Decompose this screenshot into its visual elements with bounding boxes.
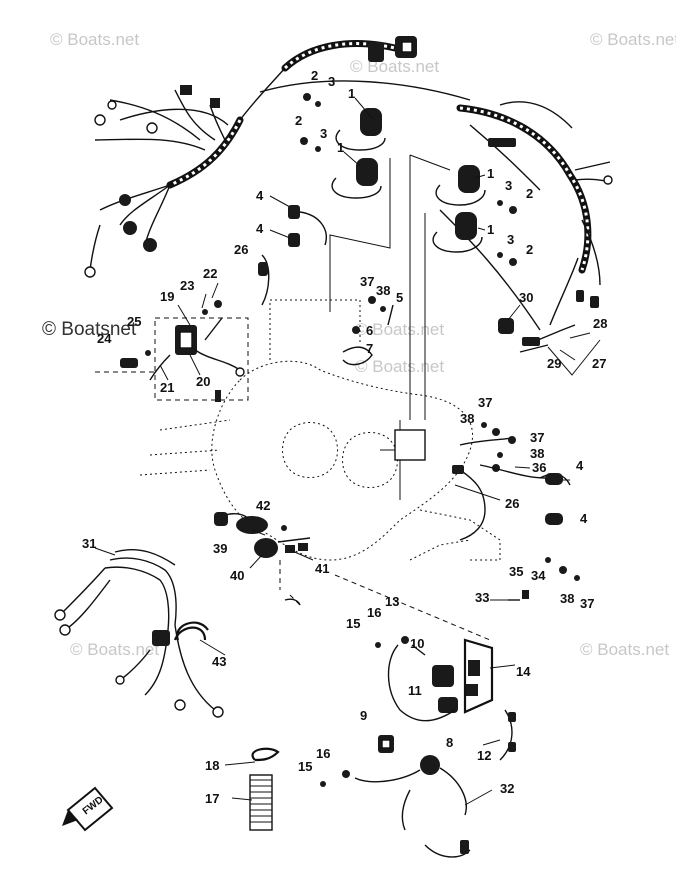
cdi-unit-group bbox=[95, 300, 249, 402]
lower-harness bbox=[54, 548, 224, 718]
callout-numbers: 1 1 1 1 2 2 2 2 3 3 3 3 4 4 4 4 5 6 7 8 … bbox=[82, 68, 607, 806]
callout-label: 37 bbox=[530, 430, 544, 445]
callout-label: 8 bbox=[446, 735, 453, 750]
callout-label: 12 bbox=[477, 748, 491, 763]
callout-label: 2 bbox=[295, 113, 302, 128]
callout-label: 22 bbox=[203, 266, 217, 281]
fwd-arrow: FWD bbox=[62, 786, 114, 832]
right-side-parts bbox=[498, 318, 601, 601]
callout-label: 2 bbox=[311, 68, 318, 83]
callout-label: 33 bbox=[475, 590, 489, 605]
callout-label: 9 bbox=[360, 708, 367, 723]
callout-label: 37 bbox=[360, 274, 374, 289]
callout-label: 11 bbox=[408, 683, 422, 698]
callout-label: 30 bbox=[519, 290, 533, 305]
callout-label: 4 bbox=[580, 511, 588, 526]
callout-label: 15 bbox=[298, 759, 312, 774]
callout-label: 32 bbox=[500, 781, 514, 796]
center-components bbox=[258, 205, 571, 541]
watermark-layer: © Boats.net © Boats.net © Boats.net © Bo… bbox=[42, 30, 676, 659]
callout-label: 38 bbox=[560, 591, 574, 606]
callout-label: 13 bbox=[385, 594, 399, 609]
callout-label: 20 bbox=[196, 374, 210, 389]
watermark-text: © Boats.net bbox=[355, 357, 444, 376]
callout-label: 36 bbox=[532, 460, 546, 475]
callout-label: 27 bbox=[592, 356, 606, 371]
callout-label: 24 bbox=[97, 331, 112, 346]
starter-components bbox=[214, 512, 311, 606]
callout-label: 31 bbox=[82, 536, 96, 551]
callout-label: 3 bbox=[320, 126, 327, 141]
callout-label: 39 bbox=[213, 541, 227, 556]
callout-label: 6 bbox=[366, 323, 373, 338]
watermark-text: © Boats.net bbox=[50, 30, 139, 49]
callout-label: 17 bbox=[205, 791, 219, 806]
callout-label: 41 bbox=[315, 561, 329, 576]
callout-label: 37 bbox=[478, 395, 492, 410]
switch-panel-group bbox=[320, 574, 516, 858]
callout-label: 21 bbox=[160, 380, 174, 395]
watermark-text: © Boats.net bbox=[70, 640, 159, 659]
callout-label: 10 bbox=[410, 636, 424, 651]
watermark-text: © Boats.net bbox=[590, 30, 676, 49]
callout-label: 28 bbox=[593, 316, 607, 331]
leader-lines bbox=[94, 97, 591, 806]
callout-label: 15 bbox=[346, 616, 360, 631]
callout-label: 38 bbox=[530, 446, 544, 461]
callout-label: 25 bbox=[127, 314, 141, 329]
callout-label: 40 bbox=[230, 568, 244, 583]
callout-label: 18 bbox=[205, 758, 219, 773]
callout-label: 1 bbox=[337, 140, 344, 155]
callout-label: 1 bbox=[487, 166, 494, 181]
watermark-text: © Boats.net bbox=[580, 640, 669, 659]
callout-label: 7 bbox=[366, 341, 373, 356]
callout-label: 37 bbox=[580, 596, 594, 611]
callout-label: 26 bbox=[505, 496, 519, 511]
clips-and-sleeve bbox=[176, 621, 280, 831]
callout-label: 19 bbox=[160, 289, 174, 304]
callout-label: 14 bbox=[516, 664, 531, 679]
callout-label: 3 bbox=[507, 232, 514, 247]
callout-label: 38 bbox=[376, 283, 390, 298]
watermark-text: © Boats.net bbox=[350, 57, 439, 76]
watermark-text: © Boatsnet bbox=[42, 319, 137, 340]
callout-label: 4 bbox=[576, 458, 584, 473]
watermark-text: © Boats.net bbox=[355, 320, 444, 339]
callout-label: 5 bbox=[396, 290, 403, 305]
callout-label: 16 bbox=[316, 746, 330, 761]
callout-label: 23 bbox=[180, 278, 194, 293]
callout-label: 1 bbox=[487, 222, 494, 237]
callout-label: 4 bbox=[256, 221, 264, 236]
callout-label: 2 bbox=[526, 186, 533, 201]
callout-label: 4 bbox=[256, 188, 264, 203]
callout-label: 2 bbox=[526, 242, 533, 257]
callout-label: 34 bbox=[531, 568, 546, 583]
callout-label: 26 bbox=[234, 242, 248, 257]
ignition-coils bbox=[300, 93, 517, 420]
callout-label: 35 bbox=[509, 564, 523, 579]
callout-label: 43 bbox=[212, 654, 226, 669]
callout-label: 42 bbox=[256, 498, 270, 513]
callout-label: 1 bbox=[348, 86, 355, 101]
callout-label: 16 bbox=[367, 605, 381, 620]
main-wire-harness bbox=[84, 36, 613, 331]
callout-label: 29 bbox=[547, 356, 561, 371]
callout-label: 3 bbox=[328, 74, 335, 89]
callout-label: 3 bbox=[505, 178, 512, 193]
engine-block-outline bbox=[139, 299, 501, 561]
callout-label: 38 bbox=[460, 411, 474, 426]
